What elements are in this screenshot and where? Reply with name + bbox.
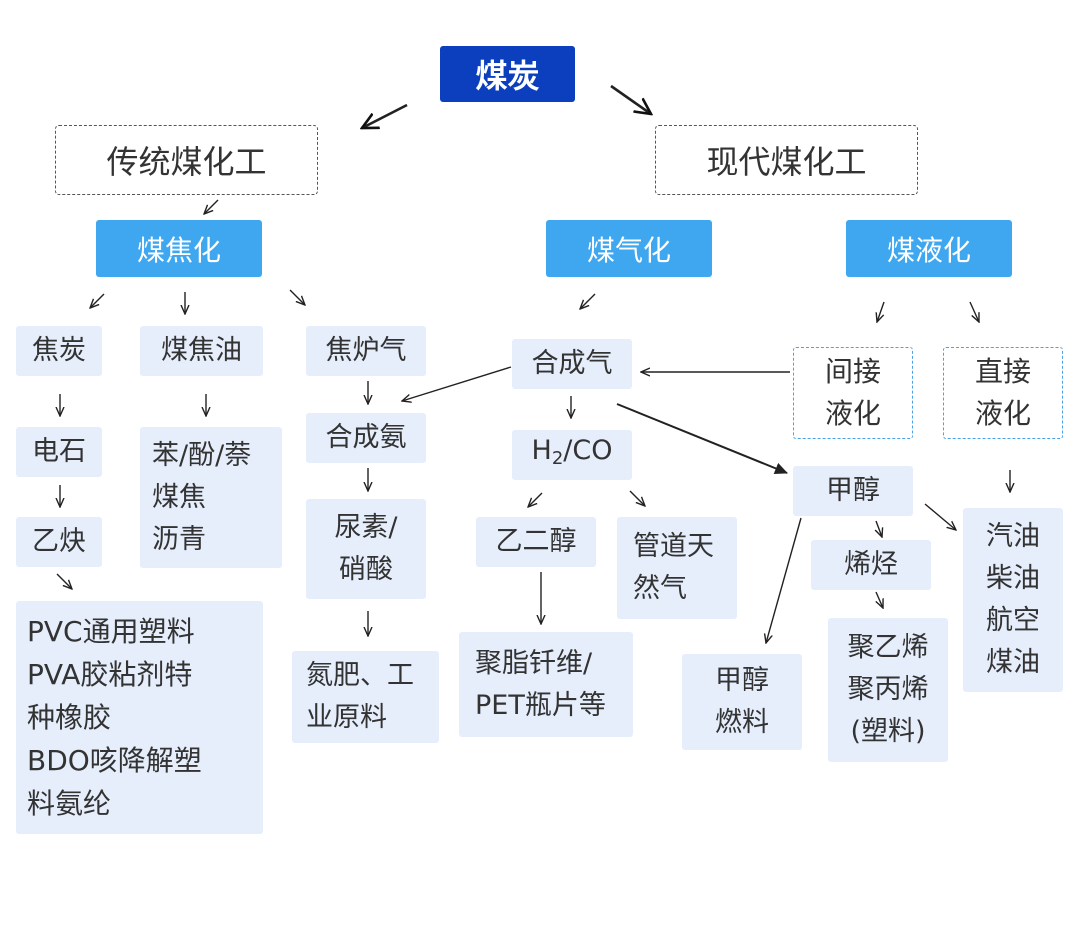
acetylene-node: 乙炔 (16, 517, 102, 567)
acetylene-label: 乙炔 (32, 526, 86, 557)
coke-oven-gas-label: 焦炉气 (325, 335, 407, 366)
traditional-coal-chem-node: 传统煤化工 (55, 125, 318, 195)
pipeline-gas-line: 然气 (633, 573, 687, 604)
pipeline-gas-line: 管道天 (633, 531, 714, 562)
olefins-label: 烯烃 (844, 549, 898, 580)
plastics-line: 聚丙烯 (847, 674, 929, 705)
arrow-acetylene-products (56, 573, 72, 589)
arrow-gasification-syngas (580, 293, 596, 309)
fuels-line: 航空 (986, 605, 1040, 636)
olefins-node: 烯烃 (811, 540, 931, 590)
direct-line: 液化 (974, 397, 1031, 430)
synthetic-ammonia-node: 合成氨 (306, 413, 426, 463)
fuels-node: 汽油 柴油 航空 煤油 (963, 508, 1063, 692)
direct-line: 直接 (974, 355, 1031, 388)
traditional-title: 传统煤化工 (106, 143, 267, 181)
arrow-root-traditional (362, 103, 408, 128)
gasification-node: 煤气化 (546, 220, 712, 277)
indirect-liquefaction-node: 间接 液化 (793, 347, 913, 439)
plastics-line: 聚乙烯 (847, 632, 929, 663)
coke-oven-gas-node: 焦炉气 (306, 326, 426, 376)
fuels-line: 煤油 (986, 647, 1040, 678)
h2-co-label: H2/CO (532, 430, 613, 480)
urea-nitric-node: 尿素/ 硝酸 (306, 499, 426, 599)
fuels-line: 汽油 (986, 521, 1040, 552)
h2-subscript: 2 (551, 448, 564, 469)
urea-line: 硝酸 (338, 554, 393, 585)
methanol-fuel-line: 燃料 (715, 707, 769, 738)
fertilizer-line: 业原料 (306, 702, 387, 733)
arrow-h2co-pipeline (629, 490, 645, 506)
ethylene-glycol-node: 乙二醇 (476, 517, 596, 567)
arrow-methanol-fuel (766, 517, 802, 643)
product-line: PVA胶粘剂特 (27, 658, 193, 691)
liquefaction-label: 煤液化 (886, 233, 971, 267)
calcium-carbide-label: 电石 (32, 436, 86, 467)
fertilizer-line: 氮肥、工 (306, 660, 414, 691)
methanol-label: 甲醇 (826, 475, 880, 506)
product-line: 种橡胶 (27, 701, 112, 734)
modern-coal-chem-node: 现代煤化工 (655, 125, 918, 195)
polyester-line: 聚脂钎维/ (475, 647, 593, 679)
urea-line: 尿素/ (334, 512, 398, 543)
coal-tar-label: 煤焦油 (161, 335, 242, 366)
arrow-methanol-fuels (924, 503, 956, 530)
indirect-line: 间接 (824, 355, 881, 388)
root-node-coal: 煤炭 (440, 46, 575, 102)
tar-product-line: 沥青 (152, 523, 206, 555)
direct-liquefaction-node: 直接 液化 (943, 347, 1063, 439)
h2-main: H (531, 435, 552, 466)
polyester-line: PET瓶片等 (475, 689, 606, 721)
h2-co-node: H2/CO (512, 430, 632, 480)
tar-product-line: 苯/酚/萘 (152, 439, 252, 471)
syngas-label: 合成气 (531, 348, 613, 379)
plastics-node: 聚乙烯 聚丙烯 (塑料) (828, 618, 948, 762)
fertilizer-node: 氮肥、工 业原料 (292, 651, 439, 743)
arrow-olefins-plastics (876, 591, 883, 608)
methanol-fuel-node: 甲醇 燃料 (682, 654, 802, 750)
indirect-line: 液化 (824, 397, 881, 430)
arrow-coking-coke (90, 293, 105, 308)
arrow-h2co-glycol (528, 492, 543, 507)
product-line: BDO咳降解塑 (27, 744, 202, 777)
coking-node: 煤焦化 (96, 220, 262, 277)
tar-products-node: 苯/酚/萘 煤焦 沥青 (140, 427, 282, 568)
arrow-syngas-methanol (616, 403, 788, 475)
acetylene-products-node: PVC通用塑料 PVA胶粘剂特 种橡胶 BDO咳降解塑 料氨纶 (16, 601, 263, 834)
methanol-node: 甲醇 (793, 466, 913, 516)
calcium-carbide-node: 电石 (16, 427, 102, 477)
arrow-traditional-coking (204, 199, 219, 214)
polyester-node: 聚脂钎维/ PET瓶片等 (459, 632, 633, 737)
pipeline-gas-node: 管道天 然气 (617, 517, 737, 619)
arrow-methanol-olefins (876, 520, 882, 537)
liquefaction-node: 煤液化 (846, 220, 1012, 277)
fuels-line: 柴油 (986, 563, 1040, 594)
coke-label: 焦炭 (32, 335, 86, 366)
coke-node: 焦炭 (16, 326, 102, 376)
modern-title: 现代煤化工 (706, 143, 867, 181)
product-line: 料氨纶 (27, 787, 112, 820)
arrow-liquefaction-indirect (877, 301, 885, 322)
ethylene-glycol-label: 乙二醇 (495, 526, 577, 557)
tar-product-line: 煤焦 (152, 481, 206, 513)
arrow-root-modern (610, 84, 651, 114)
product-line: PVC通用塑料 (27, 615, 195, 648)
coking-label: 煤焦化 (136, 233, 221, 267)
synthetic-ammonia-label: 合成氨 (325, 422, 407, 453)
arrow-liquefaction-direct (969, 301, 979, 322)
plastics-line: (塑料) (850, 716, 926, 747)
methanol-fuel-line: 甲醇 (715, 665, 769, 696)
gasification-label: 煤气化 (586, 233, 671, 267)
coal-tar-node: 煤焦油 (140, 326, 263, 376)
syngas-node: 合成气 (512, 339, 632, 389)
co-text: /CO (563, 435, 613, 466)
root-label: 煤炭 (475, 57, 540, 95)
arrow-coking-gas (289, 289, 305, 305)
